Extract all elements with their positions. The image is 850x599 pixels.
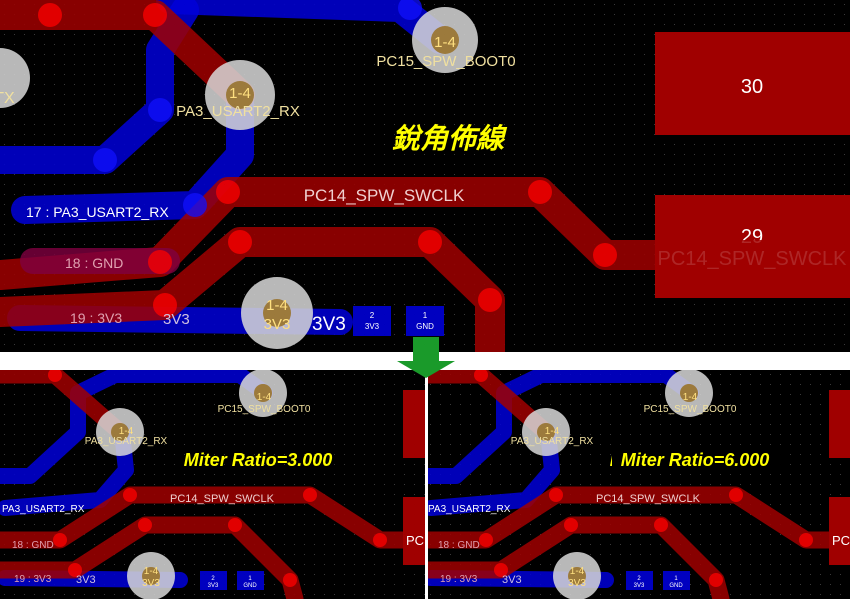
via-boot0-layers: 1-4 bbox=[257, 392, 272, 403]
pin-17-label: 17 : PA3_USART2_RX bbox=[26, 204, 169, 220]
pin-1-net: GND bbox=[243, 583, 257, 589]
miter-ratio-label: Miter Ratio=3.000 bbox=[184, 450, 333, 470]
pin-2-net: 3V3 bbox=[208, 583, 219, 589]
pin-2-net: 3V3 bbox=[365, 322, 380, 331]
connector-pin-1[interactable] bbox=[406, 306, 444, 336]
pad-30-label: 30 bbox=[741, 76, 763, 98]
divider-vertical bbox=[425, 370, 428, 599]
pad-label: PC bbox=[406, 533, 424, 548]
via-rx-layers: 1-4 bbox=[119, 426, 134, 437]
net-3v3-label: 3V3 bbox=[76, 574, 96, 586]
via-3v3[interactable]: 1-4 3V3 bbox=[241, 277, 313, 349]
via-tx[interactable] bbox=[0, 48, 30, 108]
pin-2-num: 2 bbox=[211, 576, 215, 582]
bottom-left-panel: 2 3V3 1 GND 1-4 PA3_USART2_RX 1-4 PC15_S… bbox=[0, 370, 425, 599]
connector-pin-2[interactable] bbox=[353, 306, 391, 336]
pin-17-label: PA3_USART2_RX bbox=[2, 504, 85, 515]
tx-label: RT2_TX bbox=[0, 90, 15, 107]
bottom-right-panel bbox=[426, 368, 850, 599]
net-3v3-label-b: 3V3 bbox=[312, 314, 346, 335]
pin-1-net: GND bbox=[416, 322, 434, 331]
via-3v3-layers: 1-4 bbox=[144, 566, 159, 577]
bottom-left-layout: 2 3V3 1 GND 1-4 PA3_USART2_RX 1-4 PC15_S… bbox=[0, 370, 425, 599]
pin-19-label: 19 : 3V3 bbox=[14, 574, 52, 585]
net-3v3-label-a: 3V3 bbox=[163, 311, 190, 328]
via-boot0[interactable]: 1-4 PC15_SPW_BOOT0 bbox=[376, 7, 516, 73]
via-rx-net: PA3_USART2_RX bbox=[85, 436, 168, 447]
via-rx-net: PA3_USART2_RX bbox=[176, 103, 300, 120]
pad-30[interactable] bbox=[655, 32, 850, 135]
via-rx[interactable]: 1-4 PA3_USART2_RX bbox=[176, 60, 300, 130]
pc14-label: PC14_SPW_SWCLK bbox=[170, 493, 275, 505]
via-boot0-layers: 1-4 bbox=[434, 34, 456, 51]
pc14-label: PC14_SPW_SWCLK bbox=[304, 186, 465, 205]
pin-18-label: 18 : GND bbox=[12, 540, 54, 551]
via-3v3-net: 3V3 bbox=[264, 316, 291, 333]
pin-1-num: 1 bbox=[248, 576, 252, 582]
pin-1-num: 1 bbox=[423, 311, 428, 320]
pin-2-num: 2 bbox=[370, 311, 375, 320]
miter-ratio-label-right: Miter Ratio=6.000 bbox=[621, 450, 770, 470]
panel-title: 銳角佈線 bbox=[392, 123, 508, 154]
via-rx-layers: 1-4 bbox=[229, 85, 251, 102]
via-boot0-net: PC15_SPW_BOOT0 bbox=[376, 53, 515, 70]
via-boot0-net: PC15_SPW_BOOT0 bbox=[218, 404, 311, 415]
via-3v3-layers: 1-4 bbox=[266, 297, 288, 314]
top-panel: 30 29 PC14_SPW_SWCLK 2 3V3 1 GND 1-4 PA3… bbox=[0, 0, 850, 367]
pin-18-label: 18 : GND bbox=[65, 255, 123, 271]
via-3v3-net: 3V3 bbox=[142, 578, 160, 589]
pin-19-label: 19 : 3V3 bbox=[70, 310, 122, 326]
arrow-down-icon bbox=[397, 337, 455, 378]
